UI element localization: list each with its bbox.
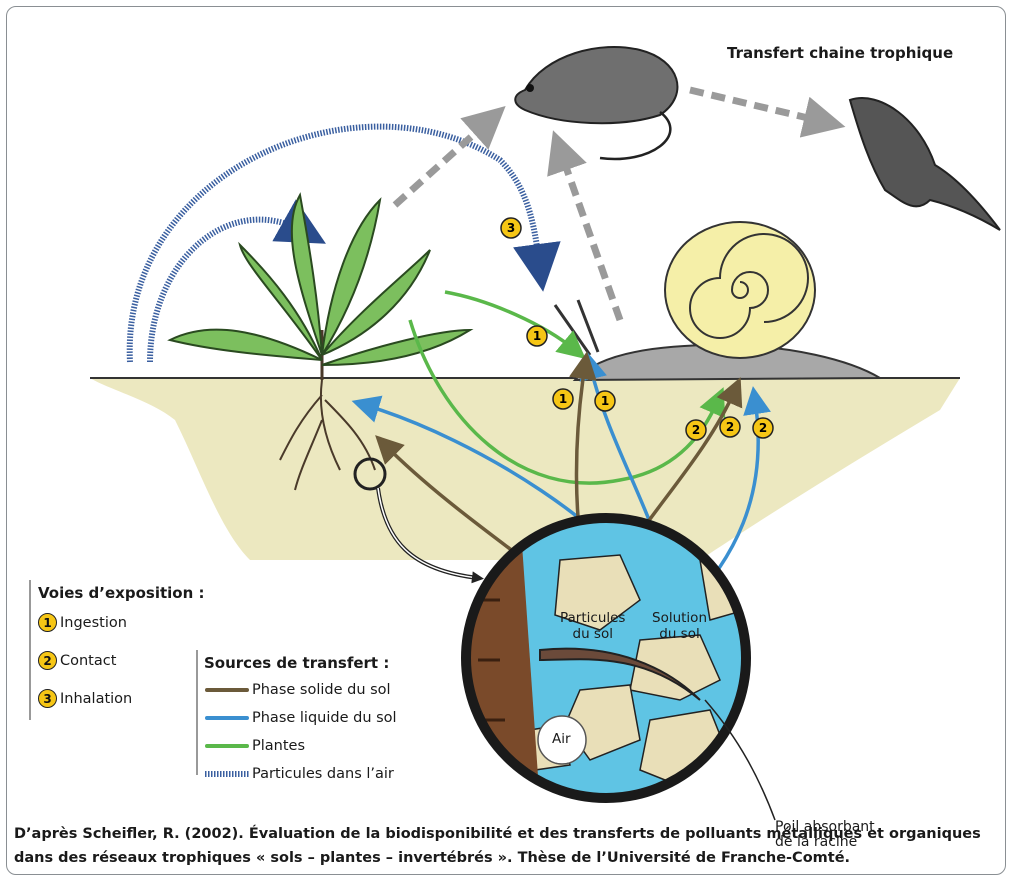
svg-text:2: 2	[759, 421, 767, 435]
bird-illustration	[850, 98, 1000, 230]
figure-title: Transfert chaine trophique	[727, 44, 953, 62]
swatch-liquid	[205, 716, 249, 720]
badge-one-icon: 1	[38, 613, 57, 632]
swatch-solid	[205, 688, 249, 692]
swatch-plants	[205, 744, 249, 748]
badge-two-icon: 2	[38, 651, 57, 670]
air-label: Air	[552, 731, 571, 747]
swatch-air	[205, 771, 249, 777]
badge-ingestion-plant: 1	[527, 326, 547, 346]
source-label: Particules dans l’air	[252, 766, 394, 782]
source-item-liquid: Phase liquide du sol	[205, 710, 397, 726]
source-label: Phase solide du sol	[252, 682, 391, 698]
trophic-arrow-rodent-bird	[690, 90, 825, 122]
svg-text:1: 1	[601, 394, 609, 408]
badge-inhalation: 3	[501, 218, 521, 238]
source-item-plants: Plantes	[205, 738, 305, 754]
source-caption: D’après Scheifler, R. (2002). Évaluation…	[14, 822, 999, 870]
badge-contact-solid: 2	[720, 417, 740, 437]
source-item-air: Particules dans l’air	[205, 766, 394, 782]
exposure-heading: Voies d’exposition :	[38, 584, 204, 602]
particules-label: Particules du sol	[560, 610, 625, 642]
trophic-arrow-snail-rodent	[560, 150, 620, 320]
source-label: Phase liquide du sol	[252, 710, 397, 726]
svg-text:2: 2	[726, 420, 734, 434]
exposure-item-contact: 2 Contact	[38, 651, 116, 670]
badge-ingestion-liquid: 1	[595, 391, 615, 411]
exposure-label: Ingestion	[60, 615, 127, 631]
trophic-arrow-plant-rodent	[395, 120, 490, 205]
svg-text:3: 3	[507, 221, 515, 235]
source-item-solid: Phase solide du sol	[205, 682, 391, 698]
green-arrow-plant-snail-head	[445, 292, 575, 350]
badge-ingestion-solid: 1	[553, 389, 573, 409]
exposure-item-inhalation: 3 Inhalation	[38, 689, 132, 708]
exposure-item-ingestion: 1 Ingestion	[38, 613, 127, 632]
exposure-label: Inhalation	[60, 691, 132, 707]
exposure-label: Contact	[60, 653, 116, 669]
svg-text:1: 1	[559, 392, 567, 406]
svg-text:1: 1	[533, 329, 541, 343]
solution-label: Solution du sol	[652, 610, 707, 642]
badge-contact-liquid: 2	[753, 418, 773, 438]
badge-contact-plant: 2	[686, 420, 706, 440]
source-label: Plantes	[252, 738, 305, 754]
snail-illustration	[555, 222, 880, 380]
svg-text:2: 2	[692, 423, 700, 437]
sources-heading: Sources de transfert :	[204, 654, 389, 672]
rodent-illustration	[515, 47, 677, 159]
badge-three-icon: 3	[38, 689, 57, 708]
